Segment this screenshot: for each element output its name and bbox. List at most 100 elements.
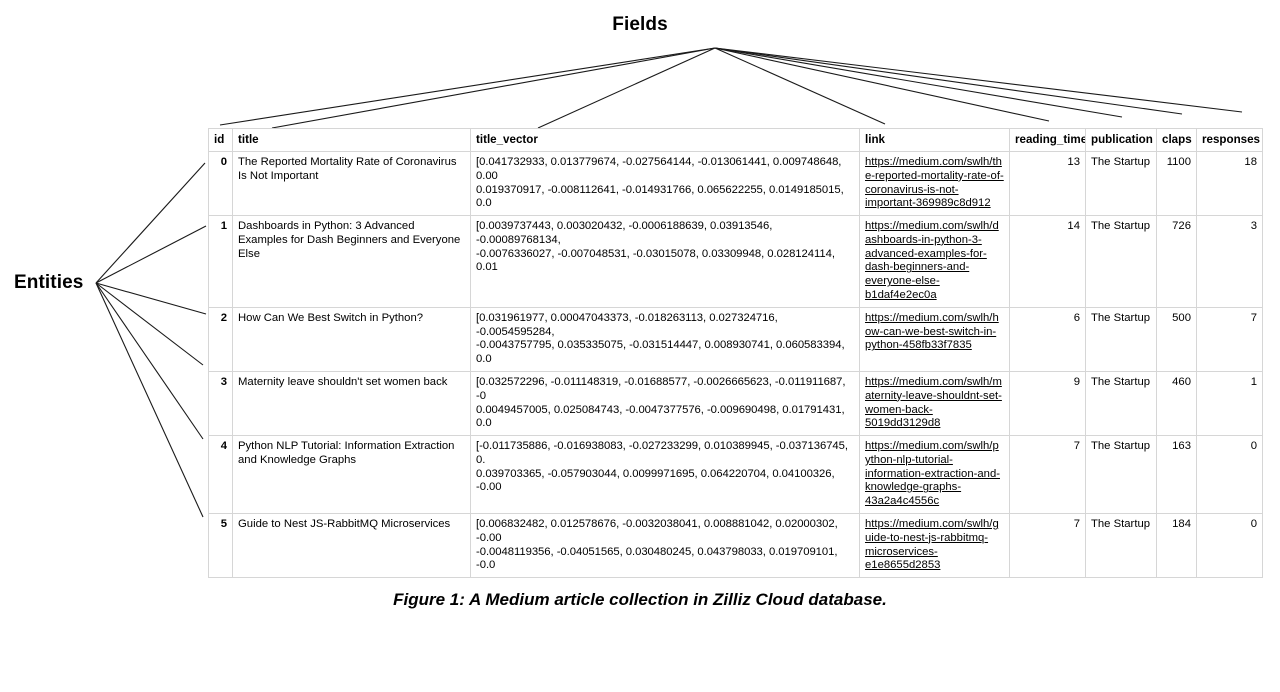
table-body: 0 The Reported Mortality Rate of Coronav…: [208, 150, 1263, 579]
column-header-reading-time[interactable]: reading_time: [1009, 128, 1086, 152]
entities-line-row-0: [95, 162, 206, 284]
table-row: 0 The Reported Mortality Rate of Coronav…: [208, 150, 1263, 217]
figure-caption: Figure 1: A Medium article collection in…: [393, 590, 887, 609]
cell-link[interactable]: https://medium.com/swlh/maternity-leave-…: [859, 370, 1010, 437]
fields-line-link: [714, 47, 886, 125]
fields-line-reading-time: [714, 47, 1050, 122]
cell-title-vector: [0.0039737443, 0.003020432, -0.000618863…: [470, 215, 860, 308]
column-header-title[interactable]: title: [232, 128, 471, 152]
cell-claps: 1100: [1156, 150, 1197, 217]
entities-line-row-2: [95, 282, 207, 315]
article-link[interactable]: https://medium.com/swlh/the-reported-mor…: [865, 156, 1004, 210]
article-link[interactable]: https://medium.com/swlh/how-can-we-best-…: [865, 311, 999, 352]
vector-line-2: -0.0043757795, 0.035335075, -0.031514447…: [476, 339, 845, 366]
cell-reading-time: 13: [1009, 150, 1086, 217]
fields-line-title: [271, 47, 716, 129]
column-header-title-vector[interactable]: title_vector: [470, 128, 860, 152]
entities-line-row-1: [95, 225, 207, 284]
cell-id: 4: [208, 435, 233, 514]
cell-link[interactable]: https://medium.com/swlh/python-nlp-tutor…: [859, 435, 1010, 514]
cell-title: Dashboards in Python: 3 Advanced Example…: [232, 215, 471, 308]
cell-publication: The Startup: [1085, 435, 1157, 514]
fields-label: Fields: [612, 14, 668, 35]
vector-line-2: -0.0048119356, -0.04051565, 0.030480245,…: [476, 545, 838, 572]
table-row: 5 Guide to Nest JS-RabbitMQ Microservice…: [208, 512, 1263, 579]
vector-line-2: -0.0076336027, -0.007048531, -0.03015078…: [476, 247, 835, 274]
vector-line-2: 0.019370917, -0.008112641, -0.014931766,…: [476, 183, 844, 210]
cell-reading-time: 7: [1009, 435, 1086, 514]
article-link[interactable]: https://medium.com/swlh/python-nlp-tutor…: [865, 440, 1000, 508]
cell-claps: 460: [1156, 370, 1197, 437]
cell-id: 0: [208, 150, 233, 217]
vector-line-1: [0.041732933, 0.013779674, -0.027564144,…: [476, 156, 842, 182]
fields-line-title-vector: [537, 47, 716, 129]
fields-line-responses: [714, 47, 1243, 113]
vector-line-1: [0.0039737443, 0.003020432, -0.000618863…: [476, 220, 773, 246]
entities-line-row-3: [95, 282, 204, 366]
column-header-link[interactable]: link: [859, 128, 1010, 152]
table-row: 1 Dashboards in Python: 3 Advanced Examp…: [208, 215, 1263, 308]
table-row: 4 Python NLP Tutorial: Information Extra…: [208, 435, 1263, 514]
cell-title-vector: [0.006832482, 0.012578676, -0.0032038041…: [470, 512, 860, 579]
cell-title: The Reported Mortality Rate of Coronavir…: [232, 150, 471, 217]
table-row: 2 How Can We Best Switch in Python? [0.0…: [208, 306, 1263, 372]
cell-title: Guide to Nest JS-RabbitMQ Microservices: [232, 512, 471, 579]
cell-publication: The Startup: [1085, 215, 1157, 308]
cell-responses: 1: [1196, 370, 1263, 437]
cell-title: How Can We Best Switch in Python?: [232, 306, 471, 372]
cell-id: 1: [208, 215, 233, 308]
cell-reading-time: 6: [1009, 306, 1086, 372]
fields-connector-group: [219, 47, 1243, 129]
cell-reading-time: 9: [1009, 370, 1086, 437]
cell-claps: 184: [1156, 512, 1197, 579]
fields-line-publication: [714, 47, 1123, 118]
column-header-publication[interactable]: publication: [1085, 128, 1157, 152]
cell-responses: 18: [1196, 150, 1263, 217]
entities-line-row-4: [95, 282, 204, 440]
cell-link[interactable]: https://medium.com/swlh/guide-to-nest-js…: [859, 512, 1010, 579]
cell-link[interactable]: https://medium.com/swlh/how-can-we-best-…: [859, 306, 1010, 372]
cell-reading-time: 14: [1009, 215, 1086, 308]
cell-publication: The Startup: [1085, 512, 1157, 579]
table-row: 3 Maternity leave shouldn't set women ba…: [208, 370, 1263, 437]
table-header: id title title_vector link reading_time …: [208, 128, 1263, 152]
cell-claps: 163: [1156, 435, 1197, 514]
cell-publication: The Startup: [1085, 306, 1157, 372]
vector-line-1: [0.031961977, 0.00047043373, -0.01826311…: [476, 311, 778, 338]
fields-line-claps: [714, 47, 1183, 115]
vector-line-2: 0.0049457005, 0.025084743, -0.0047377576…: [476, 403, 845, 430]
cell-responses: 3: [1196, 215, 1263, 308]
vector-line-1: [0.006832482, 0.012578676, -0.0032038041…: [476, 517, 838, 544]
article-link[interactable]: https://medium.com/swlh/guide-to-nest-js…: [865, 517, 999, 572]
column-header-claps[interactable]: claps: [1156, 128, 1197, 152]
cell-title: Maternity leave shouldn't set women back: [232, 370, 471, 437]
entities-label: Entities: [14, 272, 84, 293]
entities-line-row-5: [95, 282, 204, 518]
table-header-row: id title title_vector link reading_time …: [208, 128, 1263, 152]
cell-title-vector: [0.032572296, -0.011148319, -0.01688577,…: [470, 370, 860, 437]
collection-table: id title title_vector link reading_time …: [208, 128, 1263, 579]
cell-publication: The Startup: [1085, 150, 1157, 217]
cell-claps: 726: [1156, 215, 1197, 308]
cell-link[interactable]: https://medium.com/swlh/the-reported-mor…: [859, 150, 1010, 217]
cell-claps: 500: [1156, 306, 1197, 372]
vector-line-2: 0.039703365, -0.057903044, 0.0099971695,…: [476, 467, 835, 494]
article-link[interactable]: https://medium.com/swlh/maternity-leave-…: [865, 375, 1002, 430]
column-header-responses[interactable]: responses: [1196, 128, 1263, 152]
cell-title-vector: [0.031961977, 0.00047043373, -0.01826311…: [470, 306, 860, 372]
cell-id: 3: [208, 370, 233, 437]
cell-responses: 0: [1196, 512, 1263, 579]
column-header-id[interactable]: id: [208, 128, 233, 152]
collection-table-container: id title title_vector link reading_time …: [208, 128, 1263, 579]
article-link[interactable]: https://medium.com/swlh/dashboards-in-py…: [865, 220, 999, 302]
cell-title-vector: [0.041732933, 0.013779674, -0.027564144,…: [470, 150, 860, 217]
cell-responses: 7: [1196, 306, 1263, 372]
vector-line-1: [-0.011735886, -0.016938083, -0.02723329…: [476, 440, 848, 466]
cell-title: Python NLP Tutorial: Information Extract…: [232, 435, 471, 514]
cell-id: 2: [208, 306, 233, 372]
entities-connector-group: [95, 162, 207, 518]
fields-line-id: [219, 47, 716, 126]
cell-link[interactable]: https://medium.com/swlh/dashboards-in-py…: [859, 215, 1010, 308]
cell-id: 5: [208, 512, 233, 579]
